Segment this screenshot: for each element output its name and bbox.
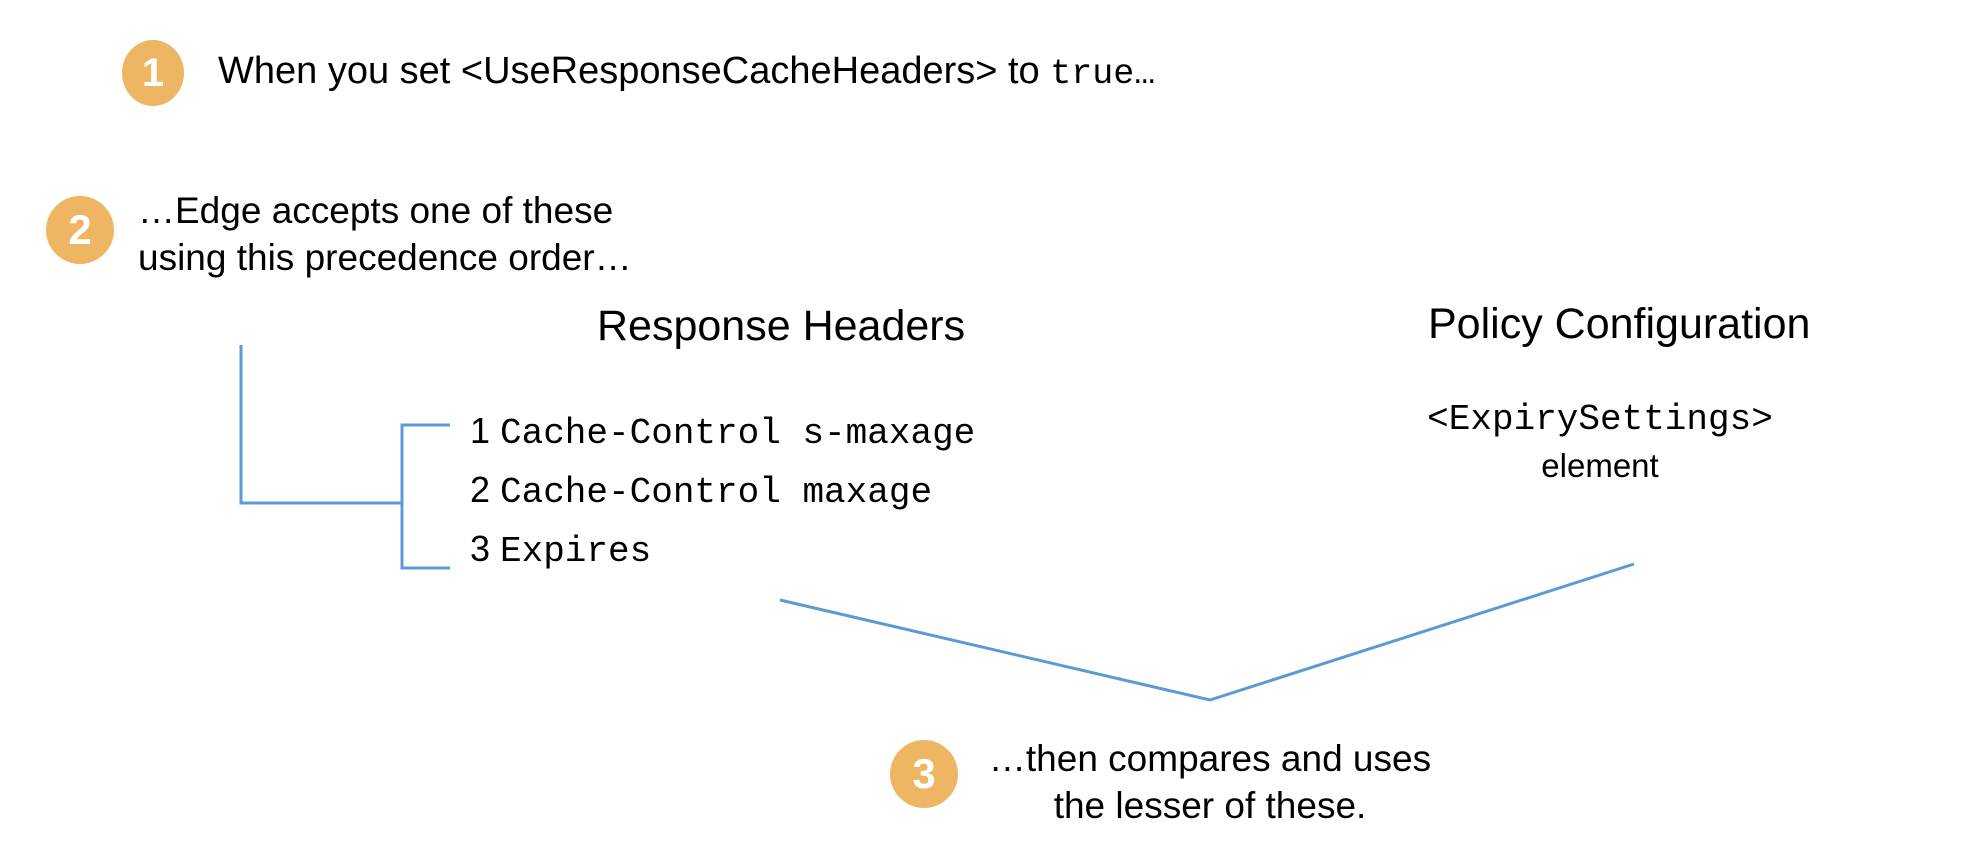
precedence-rank: 2 xyxy=(470,469,491,510)
precedence-list: 1 Cache-Control s-maxage 2 Cache-Control… xyxy=(470,410,975,587)
step-2-text: …Edge accepts one of these using this pr… xyxy=(138,190,632,278)
precedence-label: Cache-Control maxage xyxy=(500,472,933,513)
policy-configuration-heading: Policy Configuration xyxy=(1428,300,1811,348)
precedence-item: 1 Cache-Control s-maxage xyxy=(470,410,975,469)
precedence-rank: 3 xyxy=(470,528,491,569)
precedence-item: 2 Cache-Control maxage xyxy=(470,469,975,528)
precedence-bracket xyxy=(400,423,450,570)
policy-element-word: element xyxy=(1541,447,1659,485)
precedence-label: Expires xyxy=(500,531,652,572)
step-1-text: When you set <UseResponseCacheHeaders> t… xyxy=(218,47,1155,97)
response-headers-heading: Response Headers xyxy=(597,302,966,350)
step-1-text-value: true… xyxy=(1050,54,1156,94)
precedence-rank: 1 xyxy=(470,410,491,451)
policy-element-tag: <ExpirySettings> xyxy=(1427,399,1773,440)
step-1-badge: 1 xyxy=(122,40,184,106)
step-2-badge: 2 xyxy=(46,196,114,264)
step-3-badge: 3 xyxy=(890,740,958,808)
step-1-text-prefix: When you set <UseResponseCacheHeaders> t… xyxy=(218,50,1051,92)
precedence-item: 3 Expires xyxy=(470,528,975,587)
policy-element-block: <ExpirySettings> element xyxy=(1390,398,1810,491)
precedence-label: Cache-Control s-maxage xyxy=(500,413,976,454)
step-3-text: …then compares and uses the lesser of th… xyxy=(988,738,1432,826)
step2-elbow-connector xyxy=(239,345,402,505)
